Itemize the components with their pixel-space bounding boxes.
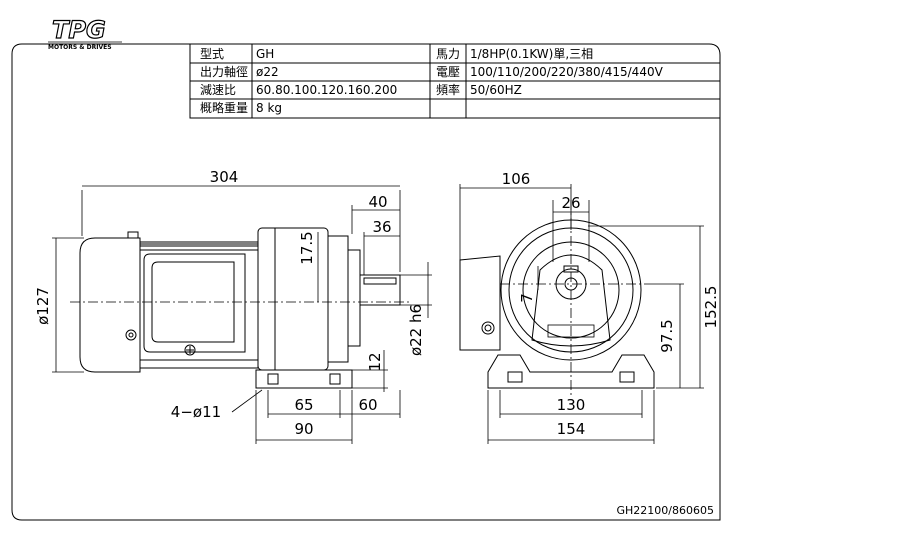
brand-logo: TPG MOTORS & DRIVES bbox=[48, 15, 122, 51]
spec-label-ratio: 減速比 bbox=[200, 82, 236, 97]
dim-key-width: 26 bbox=[561, 194, 580, 212]
end-view-dimensions bbox=[459, 184, 704, 444]
spec-value-ratio: 60.80.100.120.160.200 bbox=[256, 83, 397, 97]
spec-table: 型式 GH 馬力 1/8HP(0.1KW)單,三相 出力軸徑 ø22 電壓 10… bbox=[189, 43, 721, 119]
spec-label-shaft: 出力軸徑 bbox=[200, 65, 248, 79]
side-view-dimensions bbox=[52, 185, 432, 444]
dim-foot-a: 65 bbox=[294, 396, 313, 414]
spec-value-power: 1/8HP(0.1KW)單,三相 bbox=[470, 47, 593, 61]
drawing-number: GH22100/860605 bbox=[617, 504, 715, 517]
dim-center-height: 97.5 bbox=[658, 319, 676, 352]
logo-brand: TPG bbox=[52, 16, 106, 44]
spec-label-power: 馬力 bbox=[436, 47, 460, 61]
dim-base-height: 12 bbox=[366, 352, 384, 371]
dim-mount-hole: 4−ø11 bbox=[171, 403, 221, 421]
spec-value-frequency: 50/60HZ bbox=[470, 83, 522, 97]
dim-key-depth: 7 bbox=[518, 293, 536, 303]
dim-foot-b: 60 bbox=[358, 396, 377, 414]
side-view bbox=[70, 227, 410, 389]
side-view-labels: 304 40 36 ø127 17.5 ø22 h6 12 65 60 90 4… bbox=[34, 168, 425, 438]
dim-motor-diameter: ø127 bbox=[34, 287, 52, 325]
dim-foot-total: 90 bbox=[294, 420, 313, 438]
dim-shaft-key-length: 36 bbox=[372, 218, 391, 236]
spec-value-voltage: 100/110/200/220/380/415/440V bbox=[470, 65, 664, 79]
spec-label-model: 型式 bbox=[200, 47, 224, 61]
dim-shaft-diameter: ø22 h6 bbox=[407, 304, 425, 356]
spec-value-weight: 8 kg bbox=[256, 101, 282, 115]
logo-subtitle: MOTORS & DRIVES bbox=[48, 44, 112, 51]
dim-key-offset: 17.5 bbox=[298, 231, 316, 264]
dim-base-inner: 130 bbox=[557, 396, 586, 414]
drawing-frame bbox=[11, 43, 721, 521]
dim-end-width: 106 bbox=[502, 170, 531, 188]
end-view-labels: 106 26 7 152.5 97.5 130 154 bbox=[502, 170, 720, 438]
spec-label-weight: 概略重量 bbox=[200, 100, 248, 115]
spec-value-model: GH bbox=[256, 47, 274, 61]
spec-label-voltage: 電壓 bbox=[436, 65, 460, 79]
end-view bbox=[459, 200, 655, 398]
spec-label-frequency: 頻率 bbox=[436, 82, 460, 97]
dim-total-height: 152.5 bbox=[702, 286, 720, 329]
dim-overall-length: 304 bbox=[210, 168, 239, 186]
spec-value-shaft: ø22 bbox=[256, 65, 279, 79]
dim-base-outer: 154 bbox=[557, 420, 586, 438]
dim-shaft-length: 40 bbox=[368, 193, 387, 211]
